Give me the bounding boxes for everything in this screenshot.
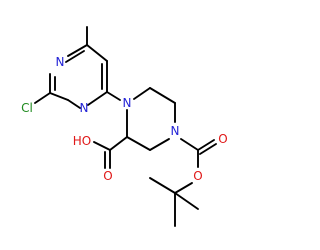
atom-n-piperazine-4: N	[171, 124, 180, 138]
bond-cacid-oh	[93, 141, 111, 151]
bond-cq-me1	[149, 177, 176, 194]
atom-o-acid: O	[103, 169, 112, 183]
bond-c3p-c2p	[126, 136, 151, 151]
bond-c6-c5	[86, 44, 108, 62]
atom-n-pyrimidine-2: N	[80, 101, 89, 115]
atom-cl: Cl	[21, 101, 33, 115]
bond-c2-n3	[49, 92, 69, 101]
bond-n4-c3p	[149, 138, 170, 151]
bonds	[34, 26, 217, 227]
atom-o-ester: O	[193, 169, 202, 183]
bond-c6p-c5p	[149, 87, 176, 104]
bond-n4-ccarb	[180, 138, 199, 151]
atom-n-pyrimidine-1: N	[56, 55, 65, 69]
bond-c4-n3	[87, 91, 108, 106]
molecule-structure: N N Cl N N HO O O O	[21, 26, 228, 227]
bond-ccarb-o-double	[197, 139, 215, 151]
atom-labels: N N Cl N N HO O O O	[21, 55, 228, 183]
bond-n1-c6p	[133, 87, 151, 100]
bond-oester-cq	[174, 182, 193, 194]
atom-n-piperazine-1: N	[123, 96, 132, 110]
bond-n1-c6-double	[65, 50, 85, 63]
atom-ho: HO	[73, 134, 91, 148]
bond-n3-c2	[67, 99, 81, 109]
bond-ccarb-o-double-2	[199, 143, 217, 155]
bond-c4-npip	[106, 91, 121, 101]
bond-c6-n1	[67, 44, 88, 57]
bond-cq-me3	[174, 192, 199, 210]
bond-c2p-cacid	[109, 136, 128, 151]
bond-c2-cl	[34, 92, 51, 104]
atom-o-carbonyl: O	[218, 132, 227, 146]
